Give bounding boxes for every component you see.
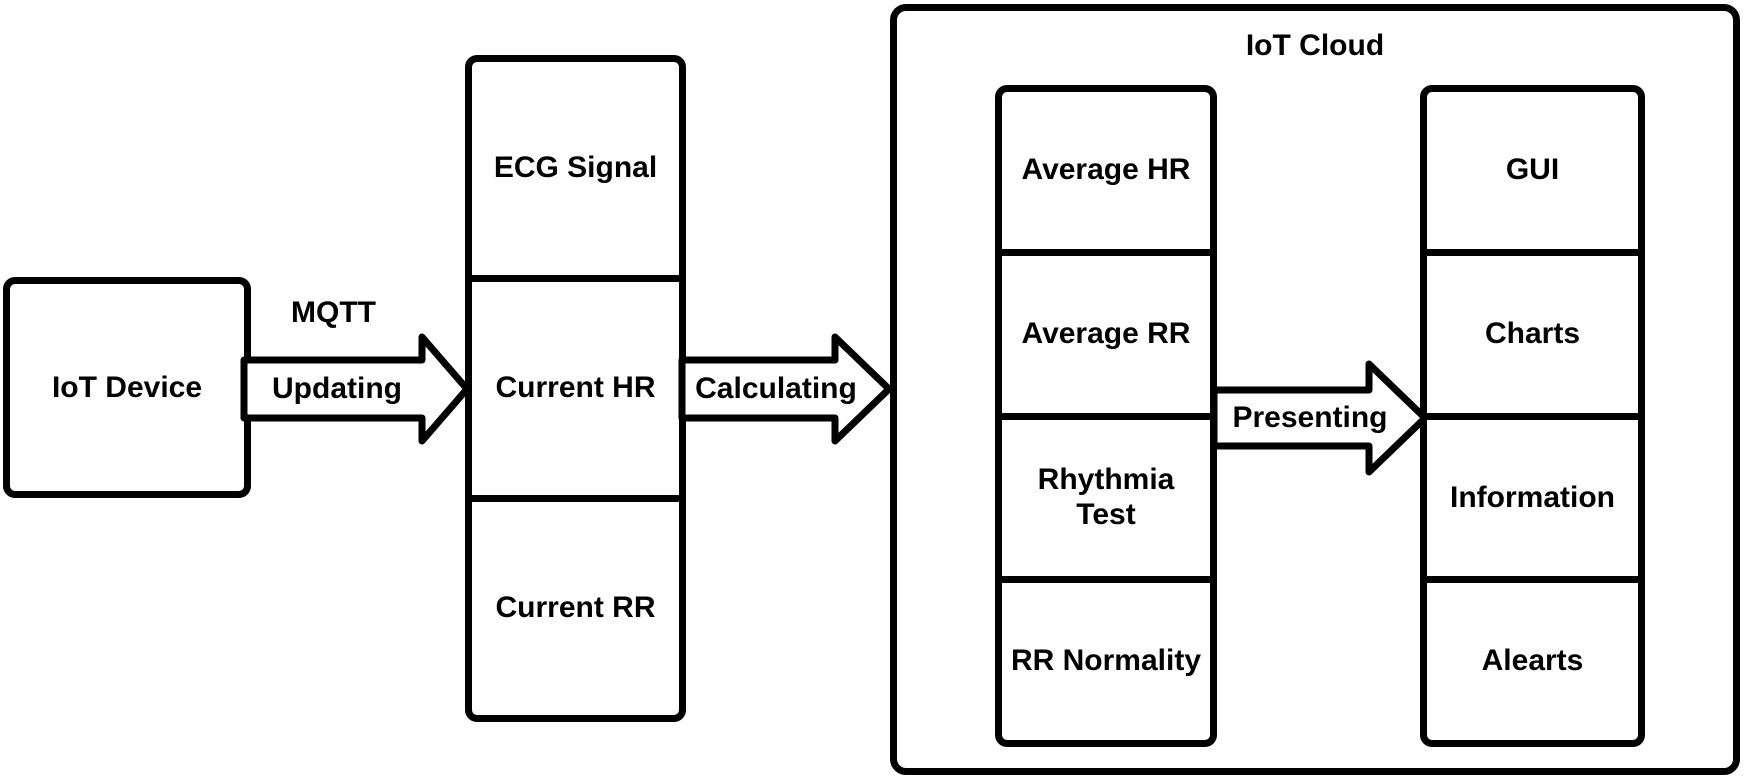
- node-average-rr: Average RR: [1002, 248, 1210, 413]
- node-charts: Charts: [1427, 248, 1638, 413]
- presenting-arrow: [1210, 360, 1429, 476]
- mqtt-protocol-label: MQTT: [291, 296, 376, 329]
- iot-cloud-title: IoT Cloud: [1245, 29, 1385, 62]
- node-charts-label: Charts: [1484, 316, 1581, 350]
- node-alearts-label: Alearts: [1481, 644, 1584, 678]
- node-current-rr: Current RR: [472, 495, 679, 715]
- presenting-arrow-label: Presenting: [1232, 400, 1388, 434]
- cloud-metrics-column: Average HR Average RR Rhythmia Test RR N…: [995, 85, 1217, 747]
- node-current-hr-label: Current HR: [495, 371, 656, 405]
- node-ecg-signal-label: ECG Signal: [493, 151, 658, 185]
- node-rr-normality: RR Normality: [1002, 576, 1210, 740]
- node-rhythmia-test: Rhythmia Test: [1002, 412, 1210, 577]
- node-ecg-signal: ECG Signal: [472, 62, 679, 275]
- cloud-outputs-column: GUI Charts Information Alearts: [1420, 85, 1645, 747]
- node-gui: GUI: [1427, 92, 1638, 249]
- node-iot-device-label: IoT Device: [51, 370, 203, 404]
- node-average-rr-label: Average RR: [1021, 316, 1191, 350]
- node-average-hr: Average HR: [1002, 92, 1210, 249]
- node-alearts: Alearts: [1427, 576, 1638, 740]
- node-rhythmia-test-label: Rhythmia Test: [1037, 463, 1175, 531]
- updating-arrow: [240, 333, 471, 445]
- node-average-hr-label: Average HR: [1021, 153, 1191, 187]
- calculating-arrow: [678, 333, 893, 445]
- node-signal-stack: ECG Signal Current HR Current RR: [465, 55, 686, 722]
- node-current-hr: Current HR: [472, 275, 679, 495]
- node-information: Information: [1427, 412, 1638, 577]
- node-rr-normality-label: RR Normality: [1010, 644, 1202, 678]
- node-information-label: Information: [1450, 480, 1615, 514]
- node-gui-label: GUI: [1505, 153, 1560, 187]
- node-iot-device: IoT Device: [3, 277, 251, 498]
- updating-arrow-label: Updating: [272, 371, 402, 405]
- node-current-rr-label: Current RR: [495, 591, 656, 625]
- calculating-arrow-label: Calculating: [695, 371, 857, 405]
